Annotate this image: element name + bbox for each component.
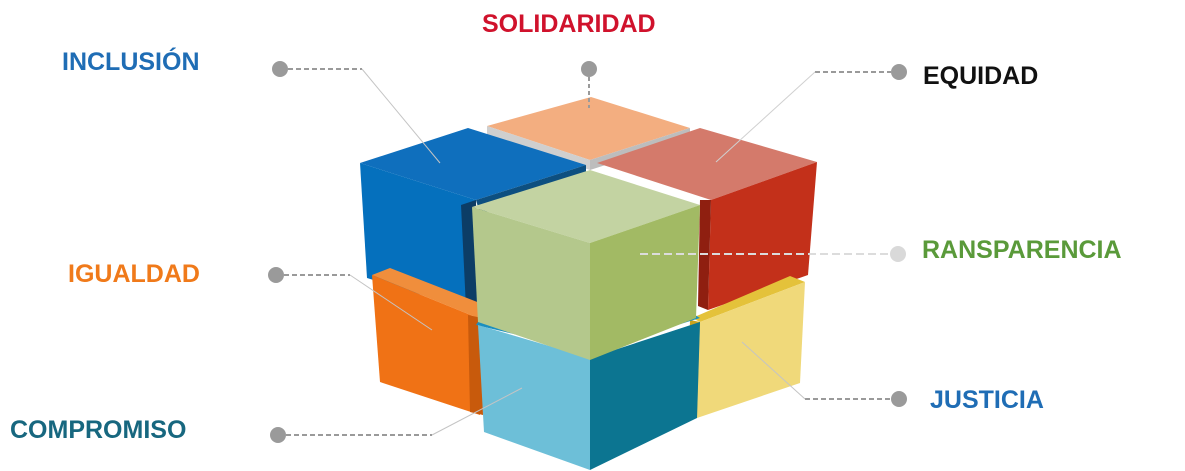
label-igualdad: IGUALDAD bbox=[68, 260, 200, 288]
connector-solidaridad bbox=[581, 61, 597, 108]
label-solidaridad: SOLIDARIDAD bbox=[482, 10, 656, 38]
connector-transparencia bbox=[640, 246, 906, 262]
label-compromiso: COMPROMISO bbox=[10, 416, 187, 444]
label-transparencia: RANSPARENCIA bbox=[922, 236, 1122, 264]
connector-equidad bbox=[715, 64, 907, 163]
cube-equidad bbox=[597, 128, 817, 310]
connector-justicia bbox=[741, 341, 907, 407]
cube-transparencia bbox=[472, 170, 700, 360]
connector-compromiso bbox=[270, 387, 523, 443]
connector-igualdad bbox=[268, 267, 433, 331]
cube-igualdad bbox=[372, 268, 485, 415]
connector-inclusion bbox=[272, 61, 441, 164]
label-equidad: EQUIDAD bbox=[923, 62, 1039, 90]
label-justicia: JUSTICIA bbox=[930, 386, 1044, 414]
label-inclusion: INCLUSIÓN bbox=[62, 48, 200, 76]
